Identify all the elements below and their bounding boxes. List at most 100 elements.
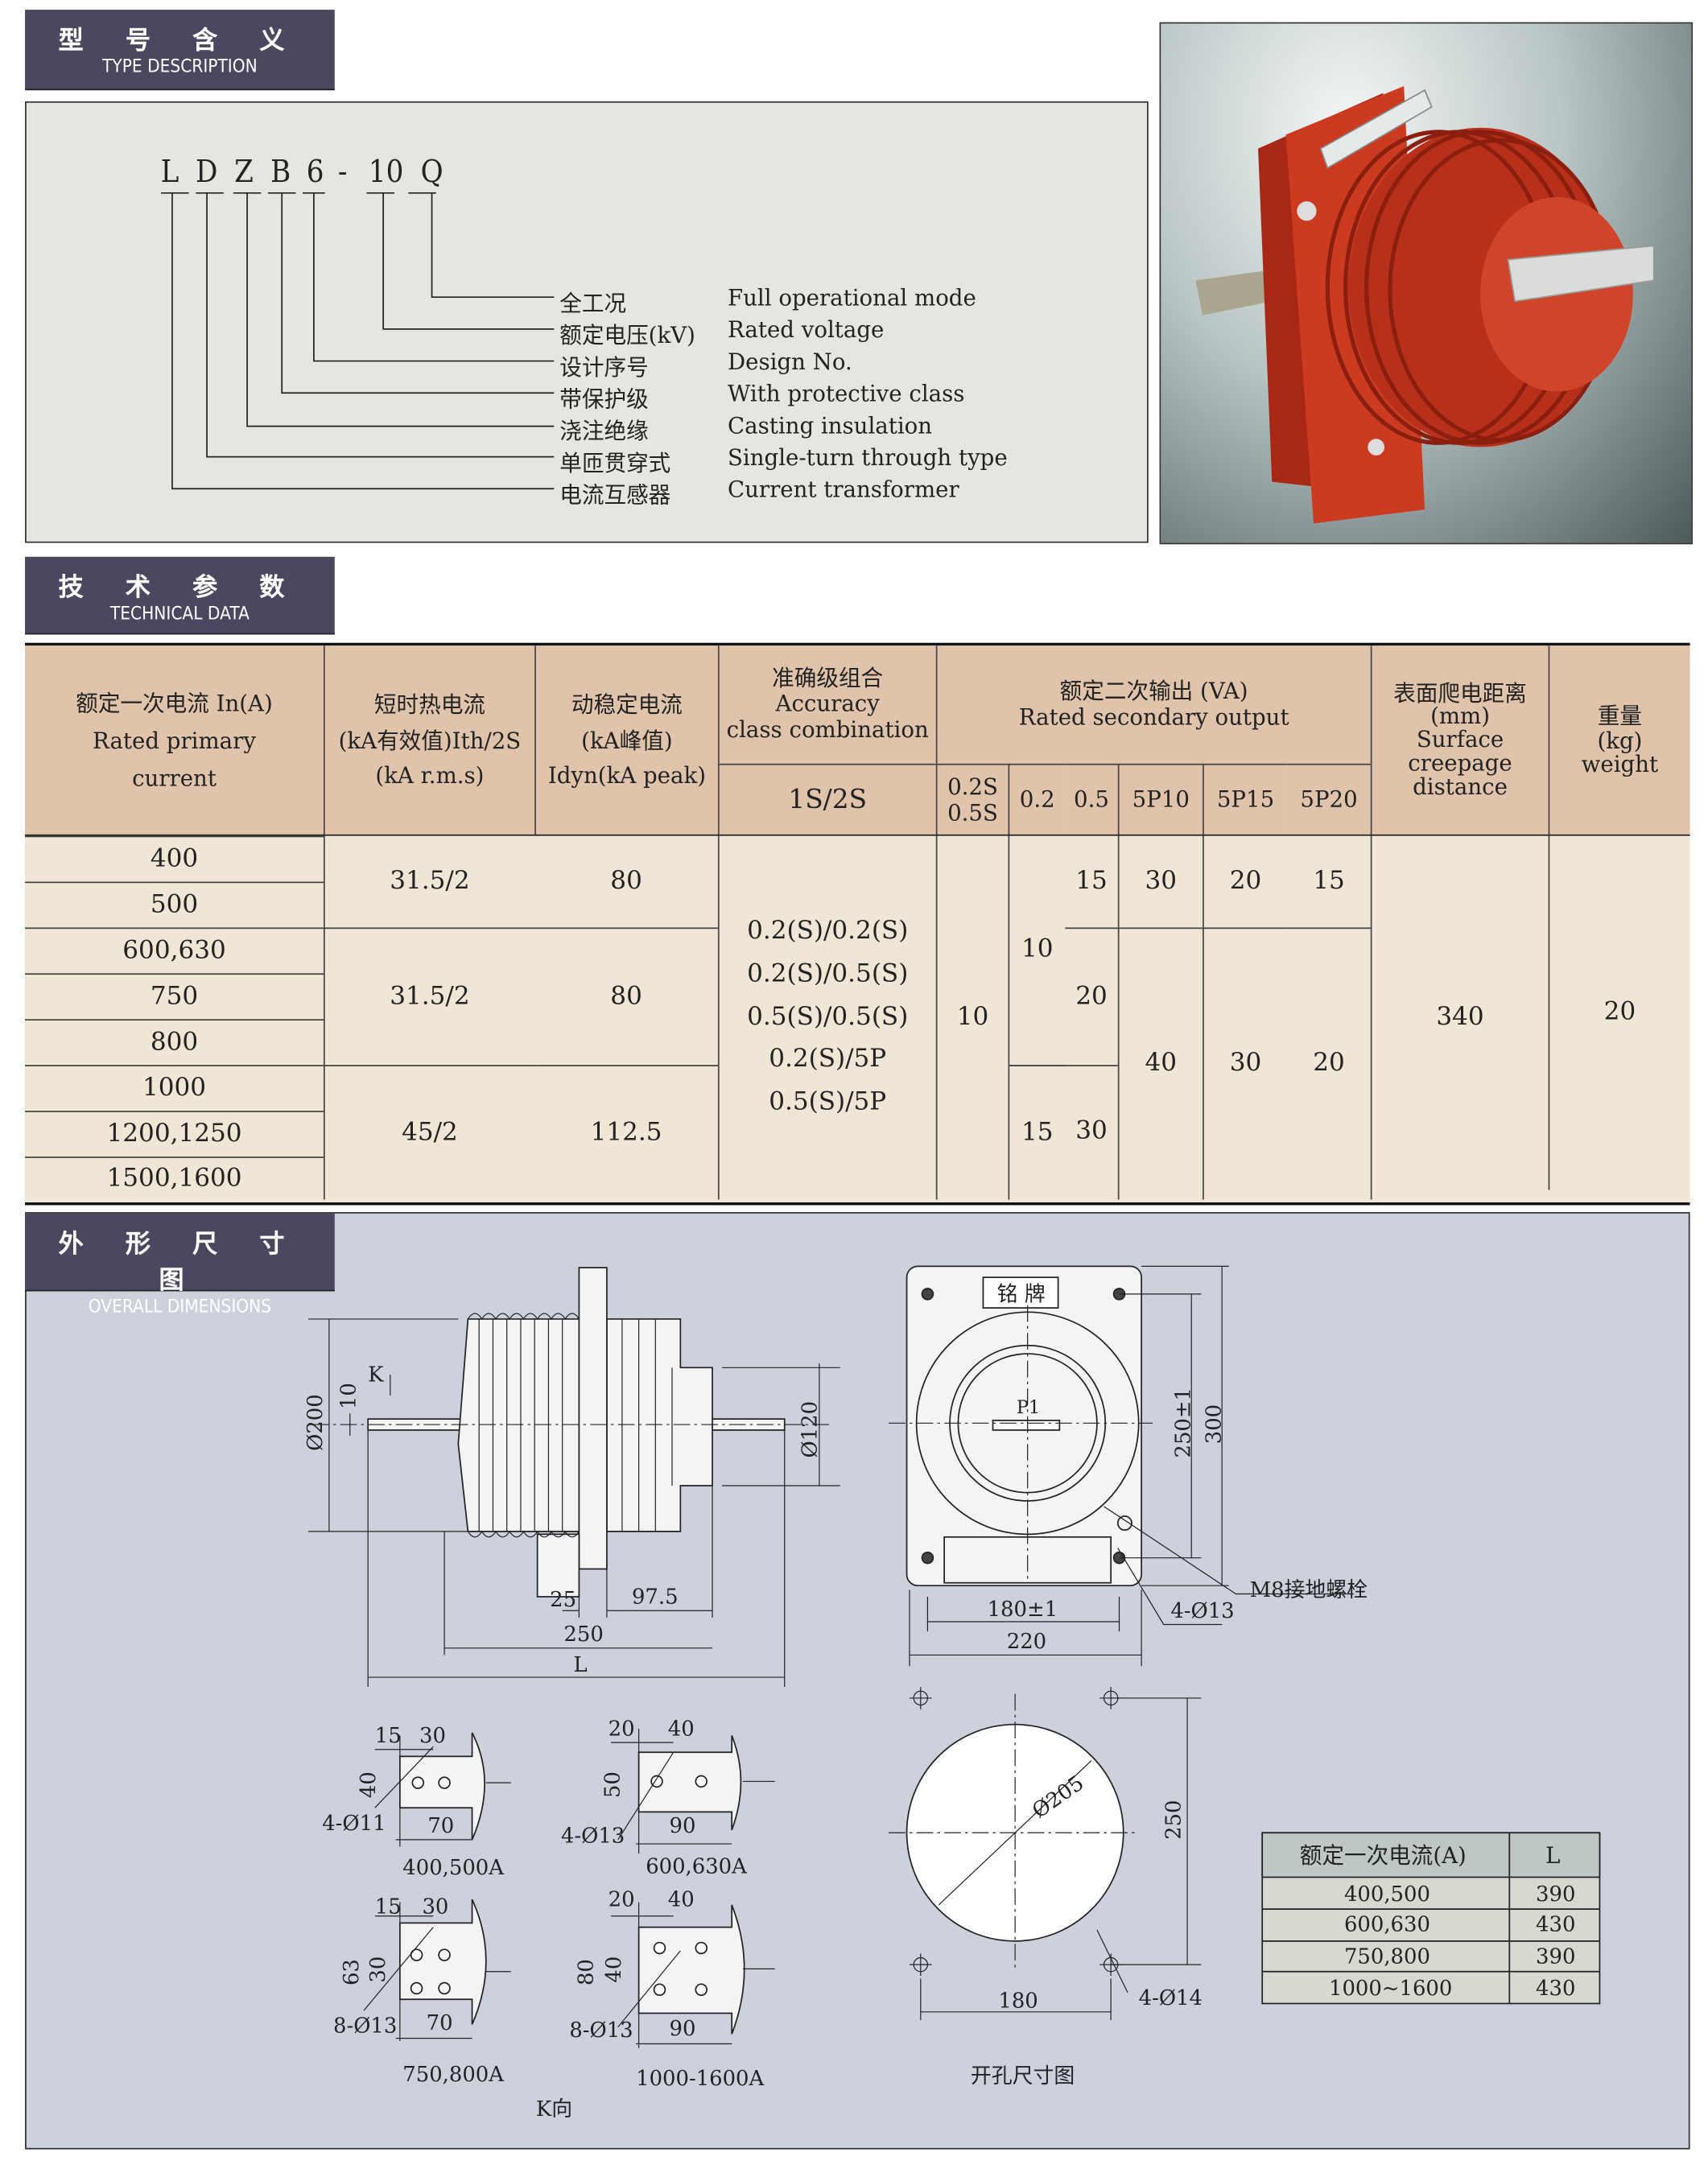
dim-label: 40 (357, 1771, 381, 1798)
dim-label: 15 (375, 1724, 402, 1748)
header-out-5p10: 5P10 (1117, 763, 1203, 836)
thermal-cell: 45/2 (323, 1065, 535, 1200)
out-05-cell: 30 (1075, 1116, 1108, 1146)
accuracy-combo: 0.2(S)/5P (769, 1045, 887, 1074)
dim-label: 90 (670, 1814, 696, 1838)
l-table-cell: 390 (1536, 1882, 1575, 1907)
header-rated-primary: 额定一次电流 In(A) Rated primary current (25, 645, 324, 836)
dim-label: 10 (337, 1383, 361, 1409)
dim-label: 40 (602, 1956, 626, 1983)
side-view (307, 1267, 840, 1688)
model-letter: L (160, 155, 179, 191)
thermal-cell: 31.5/2 (323, 835, 534, 928)
accuracy-combo: 0.5(S)/0.5(S) (747, 1001, 909, 1031)
meaning-en: Full operational mode (728, 284, 976, 311)
header-output: 额定二次输出 (VA) Rated secondary output (935, 645, 1371, 764)
accuracy-cell: 0.2(S)/0.2(S) 0.2(S)/0.5(S) 0.5(S)/0.5(S… (717, 835, 936, 1200)
out-05-cell: 20 (1065, 927, 1118, 1065)
dim-label: 15 (375, 1895, 402, 1919)
model-letter: Z (234, 155, 254, 191)
dim-label: 30 (422, 1895, 448, 1919)
out-5p20-cell: 15 (1313, 865, 1345, 896)
l-table-cell: 600,630 (1344, 1913, 1430, 1937)
dynamic-cell: 112.5 (534, 1065, 718, 1199)
nameplate-label: 铭 牌 (997, 1283, 1046, 1307)
technical-data-table: 额定一次电流 In(A) Rated primary current 短时热电流… (25, 642, 1690, 1206)
l-table-grid (1261, 1832, 1601, 2005)
dim-label: 40 (668, 1888, 695, 1912)
current-cell: 800 (25, 1019, 324, 1065)
current-cell: 1200,1250 (25, 1111, 324, 1157)
out-5p20-cell: 20 (1287, 927, 1371, 1199)
section-title-cn: 外 形 尺 寸 图 (58, 1230, 302, 1296)
out-02s-cell: 10 (935, 835, 1009, 1200)
meaning-en: Single-turn through type (728, 444, 1008, 471)
creepage-cell: 340 (1370, 835, 1549, 1200)
section-title-en: TYPE DESCRIPTION (102, 56, 258, 78)
dim-label: 4-Ø14 (1139, 1986, 1203, 2010)
dim-label: 4-Ø13 (561, 1824, 625, 1848)
header-out-02s: 0.2S 0.5S (935, 763, 1009, 836)
model-letter: Q (420, 155, 444, 191)
l-table-header: L (1545, 1842, 1560, 1869)
dim-label: 220 (1007, 1630, 1046, 1654)
kview-caption: 600,630A (646, 1854, 747, 1878)
dimensions-header: 外 形 尺 寸 图 OVERALL DIMENSIONS (25, 1213, 335, 1317)
dim-label: 70 (427, 1814, 454, 1838)
dim-label: 20 (609, 1888, 635, 1912)
model-letter: - (337, 155, 348, 191)
model-letter: B (270, 155, 291, 191)
dim-label: 250±1 (1171, 1387, 1195, 1458)
product-photo (1159, 22, 1694, 545)
out-05-cell: 15 (1075, 865, 1108, 896)
dim-label: 25 (550, 1588, 576, 1612)
technical-data-header: 技 术 参 数 TECHNICAL DATA (25, 556, 335, 635)
dim-label: 300 (1202, 1404, 1226, 1444)
current-cell: 500 (25, 881, 324, 928)
dynamic-cell: 80 (610, 865, 642, 896)
dim-label: 20 (609, 1717, 635, 1741)
section-title-en: TECHNICAL DATA (109, 604, 250, 625)
dynamic-cell: 80 (534, 927, 718, 1065)
model-letter: 10 (368, 155, 404, 191)
out-5p10-cell: 30 (1117, 835, 1203, 928)
out-5p15-cell: 20 (1203, 835, 1287, 928)
meaning-en: Current transformer (728, 476, 959, 503)
dim-label: 50 (600, 1771, 625, 1798)
header-out-05: 0.5 (1065, 763, 1118, 836)
model-letter: D (196, 155, 218, 191)
kview-caption: 400,500A (402, 1856, 504, 1880)
type-leader-lines (161, 192, 555, 490)
current-cell: 750 (25, 973, 324, 1019)
out-02-cell: 10 (1008, 835, 1065, 1066)
meaning-cn: 单匝贯穿式 (559, 449, 671, 476)
dim-label: 30 (419, 1724, 446, 1748)
header-out-02: 0.2 (1008, 763, 1066, 836)
type-description-panel: L D Z B 6 - 10 Q 全工况 Full operational mo… (25, 101, 1149, 543)
meaning-cn: 设计序号 (559, 353, 649, 381)
header-creepage: 表面爬电距离 (mm) Surface creepage distance (1370, 645, 1549, 836)
header-weight: 重量 (kg) weight (1548, 645, 1690, 836)
meaning-en: With protective class (728, 380, 965, 407)
dim-label: 70 (427, 2011, 453, 2035)
header-thermal: 短时热电流 (kA有效值)Ith/2S (kA r.m.s) (323, 645, 535, 836)
cutout-view (889, 1687, 1202, 2021)
l-table-header: 额定一次电流(A) (1300, 1842, 1467, 1869)
dim-label: 8-Ø13 (333, 2014, 397, 2039)
l-table-cell: 1000~1600 (1329, 1977, 1452, 2001)
accuracy-combo: 0.2(S)/0.2(S) (747, 915, 909, 946)
header-accuracy: 准确级组合 Accuracy class combination (717, 645, 936, 764)
section-title-cn: 技 术 参 数 (58, 573, 302, 603)
header-out-5p20: 5P20 (1287, 763, 1371, 836)
section-title-cn: 型 号 含 义 (58, 26, 302, 56)
l-table-cell: 430 (1536, 1977, 1575, 2001)
kview-caption: 750,800A (402, 2063, 504, 2087)
k-views (363, 1728, 775, 2048)
dim-label: 4-Ø13 (1170, 1599, 1234, 1623)
k-view-label: K向 (536, 2097, 572, 2121)
section-title-en: OVERALL DIMENSIONS (88, 1297, 272, 1318)
dim-label: 80 (575, 1959, 599, 1985)
meaning-cn: 电流互感器 (559, 481, 671, 509)
